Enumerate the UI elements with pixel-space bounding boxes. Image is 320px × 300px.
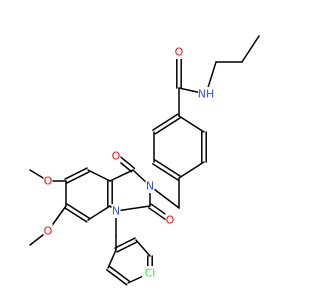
bond-b4-b5-a xyxy=(154,159,181,177)
methoxy-oxygen-lower-label: O xyxy=(44,225,53,238)
label-mask xyxy=(43,224,53,238)
bond-n1-c2 xyxy=(115,205,151,212)
bond-c4-c4a xyxy=(109,169,134,182)
amide-nh-label: NH xyxy=(198,88,215,101)
bond-c5-c6-a xyxy=(64,167,88,180)
bond-b6-b1-a xyxy=(154,117,181,135)
bond-c7-c8-b xyxy=(66,203,90,219)
bond-c7-c8-a xyxy=(64,207,88,223)
bond-p5-p6-a xyxy=(108,265,131,282)
amide-oxygen-label: O xyxy=(175,46,184,59)
bond-p2-p3 xyxy=(135,239,151,257)
label-mask xyxy=(43,174,53,188)
ring-nitrogen-n1-label: N xyxy=(112,205,120,218)
methoxy-oxygen-upper-label: O xyxy=(44,175,53,188)
label-mask xyxy=(165,213,175,227)
carbonyl-oxygen-c2-label: O xyxy=(166,214,175,227)
bond-layer xyxy=(29,35,260,286)
label-mask xyxy=(145,179,155,193)
label-mask xyxy=(111,149,121,163)
bond-c8-c8a xyxy=(87,205,111,221)
molecule-structure: NH O N N O O O O Cl xyxy=(29,35,260,286)
bond-p1-p2-a xyxy=(116,241,138,253)
bond-cb4-cb3 xyxy=(241,35,260,63)
bond-c5-c6-b xyxy=(66,171,90,184)
label-mask xyxy=(174,45,184,59)
ring-nitrogen-n3-label: N xyxy=(146,180,154,193)
bond-b3-b4 xyxy=(178,161,205,179)
label-mask xyxy=(142,266,158,280)
bond-p6-p1 xyxy=(107,249,117,269)
bond-b6-b1-b xyxy=(152,113,179,131)
bond-b1-b2 xyxy=(178,115,205,133)
bond-b4-b5-b xyxy=(152,163,179,181)
carbonyl-oxygen-c4-label: O xyxy=(112,150,121,163)
chlorine-label: Cl xyxy=(145,267,156,280)
label-mask xyxy=(111,204,121,218)
bond-c2-o2-a xyxy=(147,207,170,223)
bond-p5-p6-b xyxy=(105,269,128,286)
label-mask xyxy=(198,87,214,101)
bond-p1-p2-b xyxy=(114,237,136,249)
bond-ch2-n3 xyxy=(149,185,180,209)
bond-c4a-c5 xyxy=(87,169,111,182)
atom-label-layer: NH O N N O O O O Cl xyxy=(43,45,215,280)
